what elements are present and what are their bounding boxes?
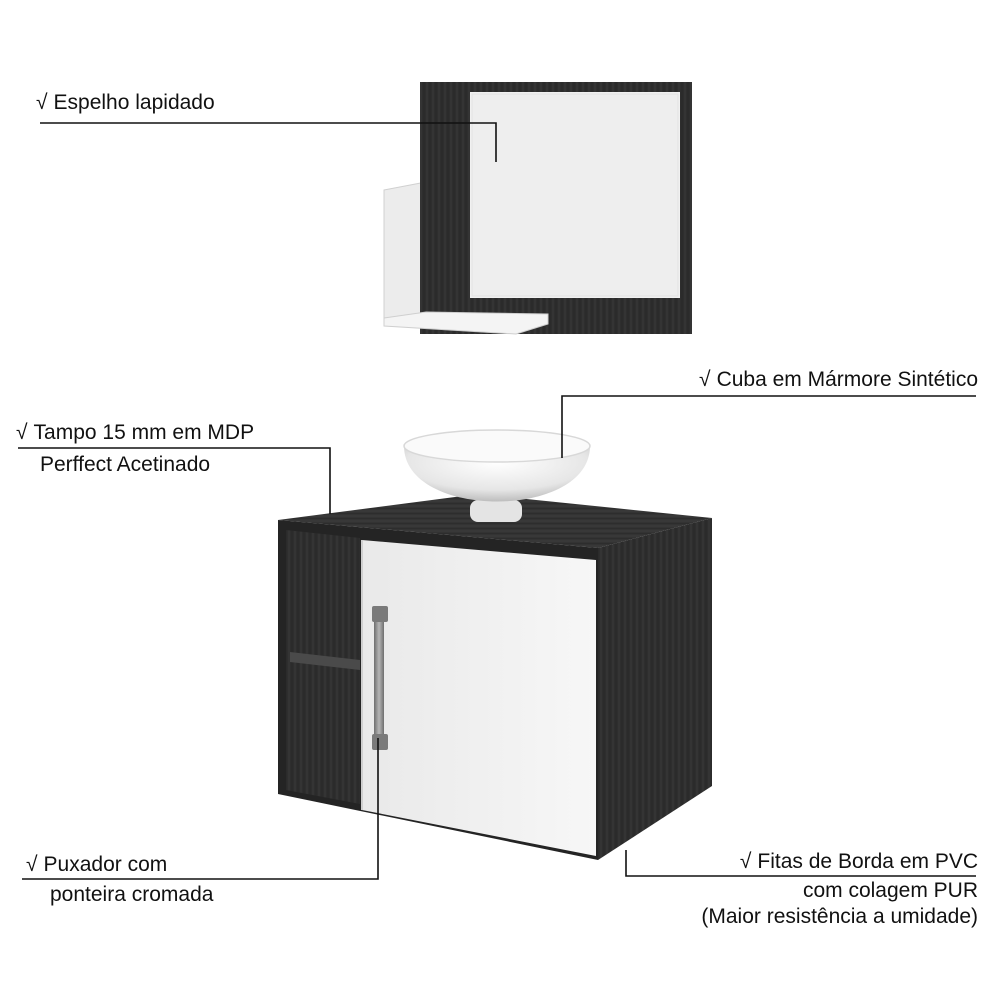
mirror-shelf-base xyxy=(383,311,549,335)
check-mark-icon: √ xyxy=(699,368,711,391)
leader-basin xyxy=(561,395,976,458)
leader-top xyxy=(18,447,331,514)
niche-shelf xyxy=(290,652,360,670)
leader-lines xyxy=(18,122,976,880)
check-mark-icon: √ xyxy=(36,91,48,114)
callout-edges-text-3: (Maior resistência a umidade) xyxy=(701,905,978,928)
basin-rim xyxy=(403,429,591,463)
leader-mirror xyxy=(40,122,497,162)
callout-edges: √Fitas de Borda em PVC xyxy=(740,849,978,875)
mirror-shelf-side xyxy=(383,181,427,327)
callout-edges-text-2: com colagem PUR xyxy=(802,879,978,902)
vanity-cabinet xyxy=(278,494,712,860)
check-mark-icon: √ xyxy=(26,853,38,876)
callout-top-text-1: Tampo 15 mm em MDP xyxy=(33,421,255,444)
door-handle xyxy=(374,612,384,750)
cabinet-side xyxy=(598,518,712,860)
handle-tip-bottom xyxy=(372,734,388,750)
basin-foot xyxy=(470,500,522,522)
cabinet-door xyxy=(362,540,596,856)
check-mark-icon: √ xyxy=(739,850,752,873)
callout-edges-line2: com colagem PUR xyxy=(803,878,978,904)
leader-edges xyxy=(625,850,976,877)
callout-handle: √Puxador com xyxy=(26,852,167,878)
callout-top-line2: Perffect Acetinado xyxy=(40,452,210,478)
callout-handle-text-1: Puxador com xyxy=(43,853,168,876)
callout-top-text-2: Perffect Acetinado xyxy=(40,453,211,476)
callout-handle-text-2: ponteira cromada xyxy=(50,883,214,906)
check-mark-icon: √ xyxy=(16,421,28,444)
basin xyxy=(403,429,591,522)
cabinet-niche xyxy=(286,530,360,804)
leader-handle xyxy=(22,738,379,880)
callout-mirror: √Espelho lapidado xyxy=(36,90,215,116)
callout-handle-line2: ponteira cromada xyxy=(50,882,213,908)
callout-edges-line3: (Maior resistência a umidade) xyxy=(701,904,978,930)
callout-edges-text-1: Fitas de Borda em PVC xyxy=(757,850,978,873)
callout-basin-text: Cuba em Mármore Sintético xyxy=(716,368,978,391)
handle-tip-top xyxy=(372,606,388,622)
mirror-set xyxy=(383,82,692,335)
callout-basin: √Cuba em Mármore Sintético xyxy=(699,367,978,393)
callout-mirror-text: Espelho lapidado xyxy=(53,91,215,114)
callout-top: √Tampo 15 mm em MDP xyxy=(16,420,254,446)
